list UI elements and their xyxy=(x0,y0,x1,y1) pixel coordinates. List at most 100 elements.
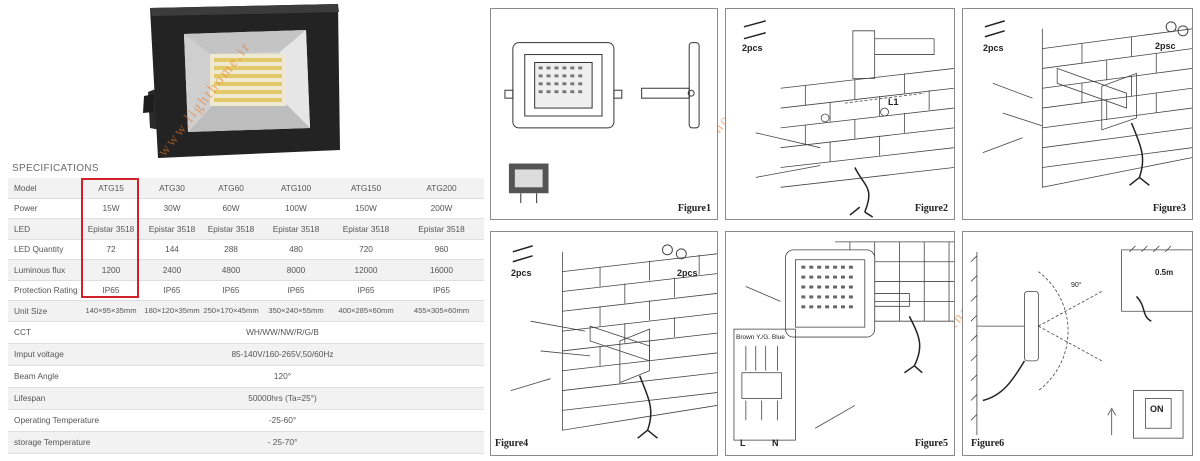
spec-cell: ATG200 xyxy=(399,178,484,199)
spec-cell: IP65 xyxy=(399,280,484,301)
spec-row-power: Power 15W 30W 60W 100W 150W 200W xyxy=(8,198,484,219)
figure-2-drawing xyxy=(743,20,954,218)
spec-cell: IP65 xyxy=(141,280,203,301)
spec-cell: 100W xyxy=(259,198,333,219)
figure-4-qty-right: 2pcs xyxy=(677,268,698,278)
figure-1-panel: Figure1 xyxy=(490,8,718,220)
figure-6-panel: 0.5m 90° ON Figure6 xyxy=(962,231,1193,456)
spec-cell: 72 xyxy=(81,239,141,260)
spec-cell: 30W xyxy=(141,198,203,219)
figure-2-l1-label: L1 xyxy=(888,97,899,107)
spec-cell: 288 xyxy=(203,239,259,260)
spec-value: 50000hrs (Ta=25°) xyxy=(81,387,484,410)
spec-cell: 480 xyxy=(259,239,333,260)
spec-cell: IP65 xyxy=(203,280,259,301)
figure-6-drawing xyxy=(970,245,1192,439)
spec-row-storage-temperature: storage Temperature - 25-70° xyxy=(8,431,484,454)
figure-6-height-label: 0.5m xyxy=(1155,268,1174,277)
spec-cell: IP65 xyxy=(333,280,399,301)
spec-label: Beam Angle xyxy=(8,365,81,388)
spec-label: Operating Temperature xyxy=(8,409,99,432)
spec-cell: 15W xyxy=(81,198,141,219)
spec-cell: ATG100 xyxy=(259,178,333,199)
spec-label: Power xyxy=(8,198,81,219)
spec-row-model: Model ATG15 ATG30 ATG60 ATG100 ATG150 AT… xyxy=(8,178,484,199)
spec-cell: IP65 xyxy=(81,280,141,301)
spec-label: Protection Rating xyxy=(8,280,81,301)
spec-cell: 2400 xyxy=(141,259,203,281)
spec-cell: Epistar 3518 xyxy=(81,218,141,240)
spec-row-led-quantity: LED Quantity 72 144 288 480 720 960 xyxy=(8,239,484,260)
spec-row-protection-rating: Protection Rating IP65 IP65 IP65 IP65 IP… xyxy=(8,280,484,301)
spec-cell: ATG150 xyxy=(333,178,399,199)
spec-cell: ATG60 xyxy=(203,178,259,199)
figure-4-panel: 2pcs 2pcs Figure4 xyxy=(490,231,718,456)
figure-2-panel: 2pcs L1 Figure2 xyxy=(725,8,955,220)
spec-row-luminous-flux: Luminous flux 1200 2400 4800 8000 12000 … xyxy=(8,259,484,281)
figure-6-caption: Figure6 xyxy=(971,438,1005,449)
spec-row-input-voltage: Imput voltage 85-140V/160-265V,50/60Hz xyxy=(8,343,484,366)
spec-value: - 25-70° xyxy=(81,431,484,454)
figure-2-caption: Figure2 xyxy=(914,203,948,214)
spec-cell: Epistar 3518 xyxy=(333,218,399,240)
spec-cell: ATG30 xyxy=(141,178,203,199)
spec-value: 120° xyxy=(81,365,484,388)
spec-cell: 200W xyxy=(399,198,484,219)
spec-cell: Epistar 3518 xyxy=(203,218,259,240)
figure-4-qty-left: 2pcs xyxy=(511,268,532,278)
spec-cell: 12000 xyxy=(333,259,399,281)
spec-cell: 8000 xyxy=(259,259,333,281)
figure-3-panel: 2pcs 2psc Figure3 xyxy=(962,8,1193,220)
floodlight-product-photo xyxy=(120,0,350,165)
spec-label: storage Temperature xyxy=(8,431,90,454)
spec-cell: 400×285×60mm xyxy=(333,300,399,322)
spec-cell: 250×170×45mm xyxy=(203,300,259,322)
spec-cell: 144 xyxy=(141,239,203,260)
figure-4-drawing xyxy=(510,244,717,439)
spec-cell: IP65 xyxy=(259,280,333,301)
spec-cell: 16000 xyxy=(399,259,484,281)
spec-cell: 4800 xyxy=(203,259,259,281)
figure-5-l-label: L xyxy=(740,438,746,448)
figure-1-drawing xyxy=(504,42,700,204)
spec-label: Lifespan xyxy=(8,387,81,410)
spec-row-beam-angle: Beam Angle 120° xyxy=(8,365,484,388)
spec-cell: 455×305×60mm xyxy=(399,300,484,322)
spec-label: LED xyxy=(8,218,81,240)
spec-value: -25-60° xyxy=(81,409,484,432)
spec-label: Unit Size xyxy=(8,300,81,322)
figure-3-caption: Figure3 xyxy=(1152,203,1186,214)
spec-cell: 60W xyxy=(203,198,259,219)
spec-row-cct: CCT WH/WW/NW/R/G/B xyxy=(8,321,484,344)
spec-label: Model xyxy=(8,178,81,199)
spec-label: Luminous flux xyxy=(8,259,81,281)
figure-1-caption: Figure1 xyxy=(677,203,711,214)
spec-cell: 140×95×35mm xyxy=(81,300,141,322)
spec-cell: ATG15 xyxy=(81,178,141,199)
figure-6-angle-label: 90° xyxy=(1071,282,1082,289)
figure-5-panel: Brown Y./G. Blue L N Figure5 xyxy=(725,231,955,456)
spec-label: Imput voltage xyxy=(8,343,81,366)
spec-label: LED Quantity xyxy=(8,239,81,260)
figure-3-qty-left: 2pcs xyxy=(983,43,1004,53)
figure-3-qty-right: 2psc xyxy=(1155,41,1176,51)
spec-row-unit-size: Unit Size 140×95×35mm 180×120×35mm 250×1… xyxy=(8,300,484,322)
figure-5-wire-colors: Brown Y./G. Blue xyxy=(736,334,785,341)
spec-row-led: LED Epistar 3518 Epistar 3518 Epistar 35… xyxy=(8,218,484,240)
figure-4-caption: Figure4 xyxy=(495,438,529,449)
spec-cell: 720 xyxy=(333,239,399,260)
figure-2-qty-label: 2pcs xyxy=(742,43,763,53)
spec-cell: Epistar 3518 xyxy=(399,218,484,240)
spec-cell: 960 xyxy=(399,239,484,260)
spec-cell: 350×240×55mm xyxy=(259,300,333,322)
figure-5-caption: Figure5 xyxy=(914,438,948,449)
spec-value: WH/WW/NW/R/G/B xyxy=(81,321,484,344)
spec-cell: 1200 xyxy=(81,259,141,281)
specifications-table: Model ATG15 ATG30 ATG60 ATG100 ATG150 AT… xyxy=(8,178,484,454)
figure-3-drawing xyxy=(982,20,1192,188)
specifications-title: SPECIFICATIONS xyxy=(12,163,99,174)
figure-5-drawing xyxy=(733,241,954,441)
figure-6-switch-label: ON xyxy=(1150,404,1164,414)
spec-cell: Epistar 3518 xyxy=(141,218,203,240)
spec-row-operating-temperature: Operating Temperature -25-60° xyxy=(8,409,484,432)
